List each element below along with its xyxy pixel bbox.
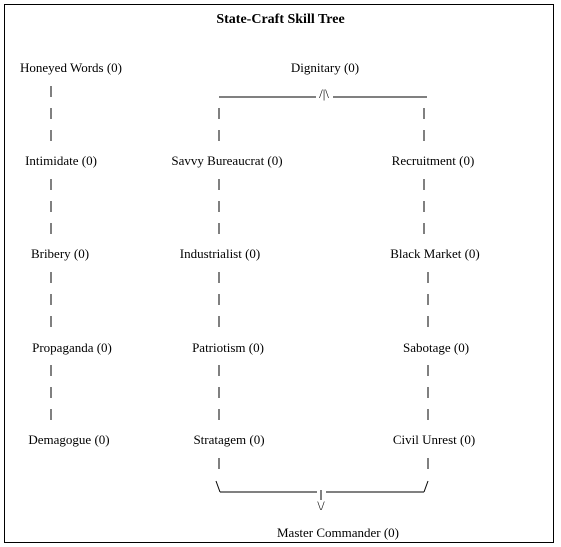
- diagram-frame: [4, 4, 554, 543]
- skill-black-market[interactable]: Black Market (0): [390, 246, 480, 261]
- connector-line: [215, 480, 221, 493]
- skill-savvy-bureaucrat[interactable]: Savvy Bureaucrat (0): [171, 153, 283, 168]
- skill-sabotage[interactable]: Sabotage (0): [402, 340, 470, 355]
- skill-industrialist[interactable]: Industrialist (0): [179, 246, 261, 261]
- skill-intimidate[interactable]: Intimidate (0): [25, 153, 97, 168]
- skill-stratagem[interactable]: Stratagem (0): [193, 432, 265, 447]
- merge-glyph: \/: [317, 498, 325, 513]
- connector-line: [423, 480, 429, 493]
- skill-civil-unrest[interactable]: Civil Unrest (0): [392, 432, 476, 447]
- diagram-title: State-Craft Skill Tree: [216, 12, 345, 27]
- skill-demagogue[interactable]: Demagogue (0): [28, 432, 110, 447]
- skill-recruitment[interactable]: Recruitment (0): [391, 153, 475, 168]
- skill-bribery[interactable]: Bribery (0): [30, 246, 90, 261]
- skill-dignitary[interactable]: Dignitary (0): [290, 60, 360, 75]
- skill-honeyed-words[interactable]: Honeyed Words (0): [20, 60, 122, 75]
- skill-patriotism[interactable]: Patriotism (0): [192, 340, 264, 355]
- skill-master-commander[interactable]: Master Commander (0): [276, 525, 400, 540]
- split-glyph: /|\: [319, 86, 329, 101]
- skill-propaganda[interactable]: Propaganda (0): [32, 340, 112, 355]
